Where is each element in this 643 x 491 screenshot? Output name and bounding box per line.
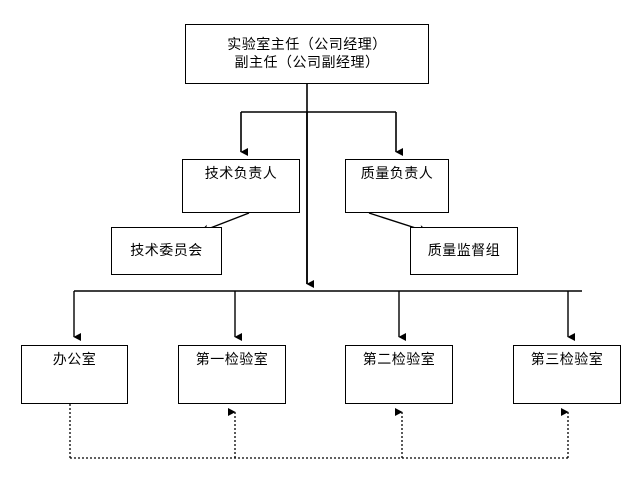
node-lab-two-label: 第二检验室 [362, 352, 436, 368]
node-technical-director-label: 技术负责人 [204, 166, 278, 182]
node-quality-director-label: 质量负责人 [360, 166, 434, 182]
node-director-line1: 实验室主任（公司经理） [227, 37, 387, 53]
edge-office-dotted-bus [69, 404, 569, 459]
edge-director-to-level4 [73, 290, 582, 341]
node-technical-committee-label: 技术委员会 [130, 243, 203, 259]
edge-director-to-level2 [240, 111, 403, 156]
node-quality-supervision-group-label: 质量监督组 [427, 243, 501, 259]
node-quality-director[interactable]: 质量负责人 [345, 159, 449, 213]
node-lab-one-label: 第一检验室 [195, 352, 269, 368]
node-lab-one[interactable]: 第一检验室 [178, 345, 286, 404]
node-office[interactable]: 办公室 [21, 345, 128, 404]
node-technical-director[interactable]: 技术负责人 [182, 159, 300, 213]
node-quality-supervision-group[interactable]: 质量监督组 [410, 227, 518, 275]
node-lab-three[interactable]: 第三检验室 [513, 345, 621, 404]
node-technical-committee[interactable]: 技术委员会 [111, 227, 222, 275]
node-office-label: 办公室 [52, 352, 97, 368]
node-lab-two[interactable]: 第二检验室 [345, 345, 453, 404]
node-lab-three-label: 第三检验室 [530, 352, 604, 368]
node-director[interactable]: 实验室主任（公司经理） 副主任（公司副经理） [185, 24, 429, 84]
node-director-line2: 副主任（公司副经理） [234, 55, 380, 71]
